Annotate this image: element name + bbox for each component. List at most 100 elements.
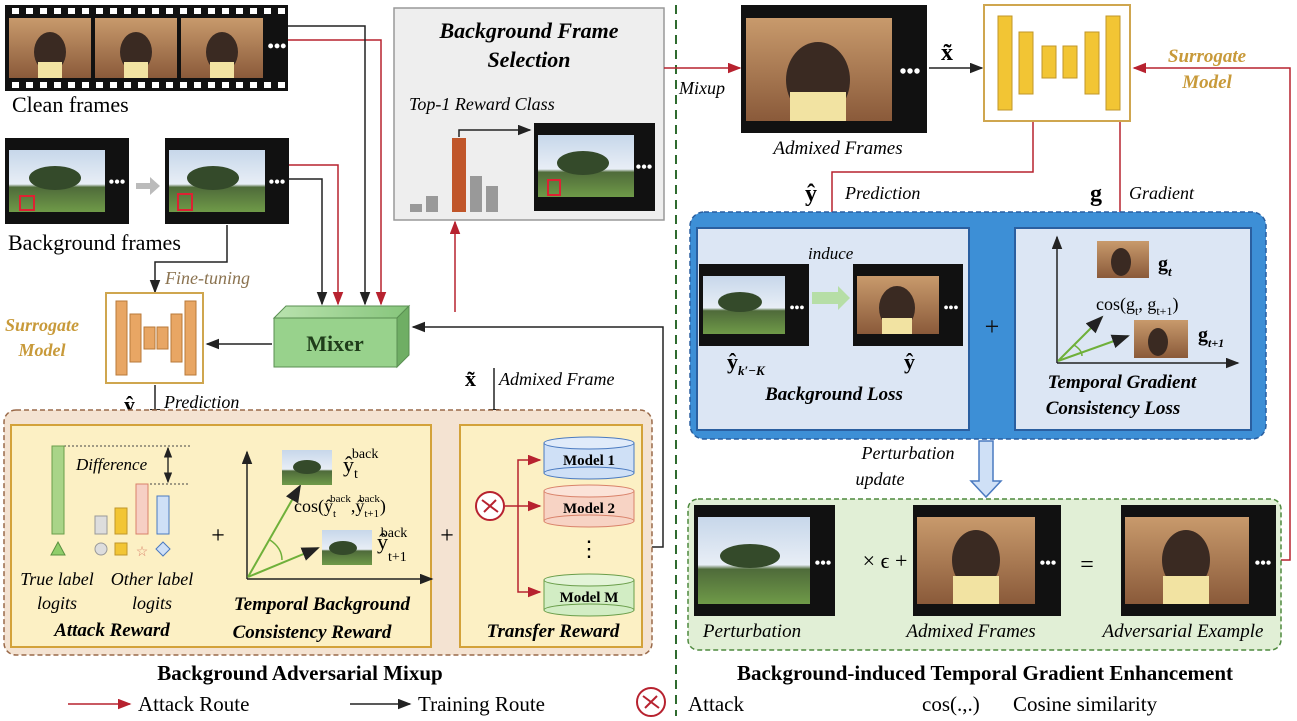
sprocket-hole — [222, 82, 229, 88]
perturbation-label: Perturbation — [702, 621, 801, 642]
top1-label: Top-1 Reward Class — [409, 94, 555, 114]
attack-reward-bars: ☆ — [50, 445, 190, 560]
tgc-loss-2: Consistency Loss — [1046, 398, 1181, 419]
sprocket-hole — [250, 82, 257, 88]
legend-attack-route: Attack Route — [138, 692, 249, 716]
perturbation-update-1: Perturbation — [861, 443, 955, 463]
left-section-title: Background Adversarial Mixup — [157, 661, 443, 685]
bfs-title-2: Selection — [487, 47, 570, 72]
yt-back: ŷtback — [343, 447, 378, 482]
sprocket-hole — [68, 82, 75, 88]
svg-text:•••: ••• — [268, 36, 287, 56]
sprocket-hole — [68, 8, 75, 14]
sprocket-hole — [96, 8, 103, 14]
admixed-frame-output: ••• — [913, 505, 1061, 616]
sprocket-hole — [138, 82, 145, 88]
plus-2: + — [440, 523, 454, 549]
vertical-dots: ⋮ — [578, 536, 600, 561]
plus-right: + — [985, 312, 1000, 341]
other-label-1: Other label — [111, 569, 194, 589]
difference-label: Difference — [75, 455, 148, 474]
legend-training-route: Training Route — [418, 692, 545, 716]
svg-text:•••: ••• — [1040, 555, 1057, 572]
legend-cos-notation: cos(.,.) — [922, 692, 980, 716]
sprocket-hole — [26, 82, 33, 88]
g-t1-label: gt+1 — [1198, 324, 1224, 350]
admixed-frames-filmstrip-top: ••• — [741, 5, 927, 133]
svg-text:•••: ••• — [899, 61, 920, 83]
y-hat-k-label: ŷk′−K — [727, 349, 766, 378]
svg-text:•••: ••• — [815, 555, 832, 572]
sprocket-hole — [264, 82, 271, 88]
svg-text:•••: ••• — [790, 301, 805, 316]
sprocket-hole — [180, 8, 187, 14]
mixup-label: Mixup — [678, 78, 725, 98]
model-1-label: Model 1 — [563, 453, 615, 469]
adversarial-example-label: Adversarial Example — [1101, 621, 1264, 642]
sprocket-hole — [180, 82, 187, 88]
sprocket-hole — [208, 82, 215, 88]
fine-tuning-label: Fine-tuning — [164, 268, 250, 288]
legend-attack: Attack — [688, 692, 744, 716]
mixer-block — [272, 304, 411, 369]
sprocket-hole — [54, 82, 61, 88]
svg-text:•••: ••• — [1255, 555, 1272, 572]
plus-1: + — [211, 523, 225, 549]
svg-text:•••: ••• — [944, 301, 959, 316]
cos-g-label: cos(gt, gt+1) — [1096, 294, 1178, 318]
svg-text:•••: ••• — [269, 174, 286, 191]
surrogate-label-right-2: Model — [1181, 72, 1232, 93]
tbc-axes — [241, 450, 434, 585]
tgc-loss-1: Temporal Gradient — [1048, 372, 1197, 393]
g-symbol: g — [1090, 181, 1102, 207]
gradient-label: Gradient — [1129, 183, 1195, 203]
background-frame-marked: ••• — [165, 138, 289, 224]
sprocket-hole — [208, 8, 215, 14]
model-2-cylinder — [543, 484, 635, 528]
adversarial-example-frame: ••• — [1121, 505, 1276, 616]
svg-text:☆: ☆ — [136, 545, 149, 560]
sprocket-hole — [110, 82, 117, 88]
svg-text:•••: ••• — [109, 174, 126, 191]
sprocket-hole — [124, 82, 131, 88]
sprocket-hole — [12, 82, 19, 88]
sprocket-hole — [166, 8, 173, 14]
sprocket-hole — [54, 8, 61, 14]
x-tilde-symbol-left: x̃ — [465, 366, 476, 391]
true-label-2: logits — [37, 593, 77, 613]
model-m-cylinder — [543, 573, 635, 617]
true-label-1: True label — [20, 569, 94, 589]
background-frames-label: Background frames — [8, 230, 181, 255]
cos-tbc: cos(ŷtback,ŷt+1back) — [294, 493, 386, 520]
model-2-label: Model 2 — [563, 501, 615, 517]
arrow-gray-icon — [136, 177, 160, 195]
sprocket-hole — [278, 82, 285, 88]
sprocket-hole — [166, 82, 173, 88]
surrogate-model-left — [105, 292, 204, 384]
sprocket-hole — [236, 82, 243, 88]
background-loss-label: Background Loss — [764, 384, 903, 405]
sprocket-hole — [152, 8, 159, 14]
sprocket-hole — [40, 82, 47, 88]
sprocket-hole — [278, 8, 285, 14]
sprocket-hole — [264, 8, 271, 14]
times-eps-plus: × ϵ + — [863, 548, 908, 573]
prediction-label-right: Prediction — [844, 183, 920, 203]
sprocket-hole — [96, 82, 103, 88]
y-hat-right: ŷ — [805, 181, 817, 207]
background-loss-frames: ••• ••• — [699, 264, 963, 346]
sprocket-hole — [110, 8, 117, 14]
sprocket-hole — [82, 82, 89, 88]
perturbation-frame: ••• — [694, 505, 835, 616]
y-hat-label-loss: ŷ — [904, 349, 915, 374]
surrogate-label-left-1: Surrogate — [5, 315, 79, 335]
y-hat-left: ŷ — [124, 392, 135, 417]
tbc-reward-1: Temporal Background — [234, 594, 411, 615]
prediction-label-left: Prediction — [163, 392, 239, 412]
transfer-reward-label: Transfer Reward — [487, 621, 620, 642]
attack-reward-label: Attack Reward — [53, 620, 170, 641]
clean-frames-filmstrip: ••• — [5, 5, 288, 91]
mixer-label: Mixer — [306, 331, 364, 356]
tgc-axes — [1051, 235, 1240, 369]
